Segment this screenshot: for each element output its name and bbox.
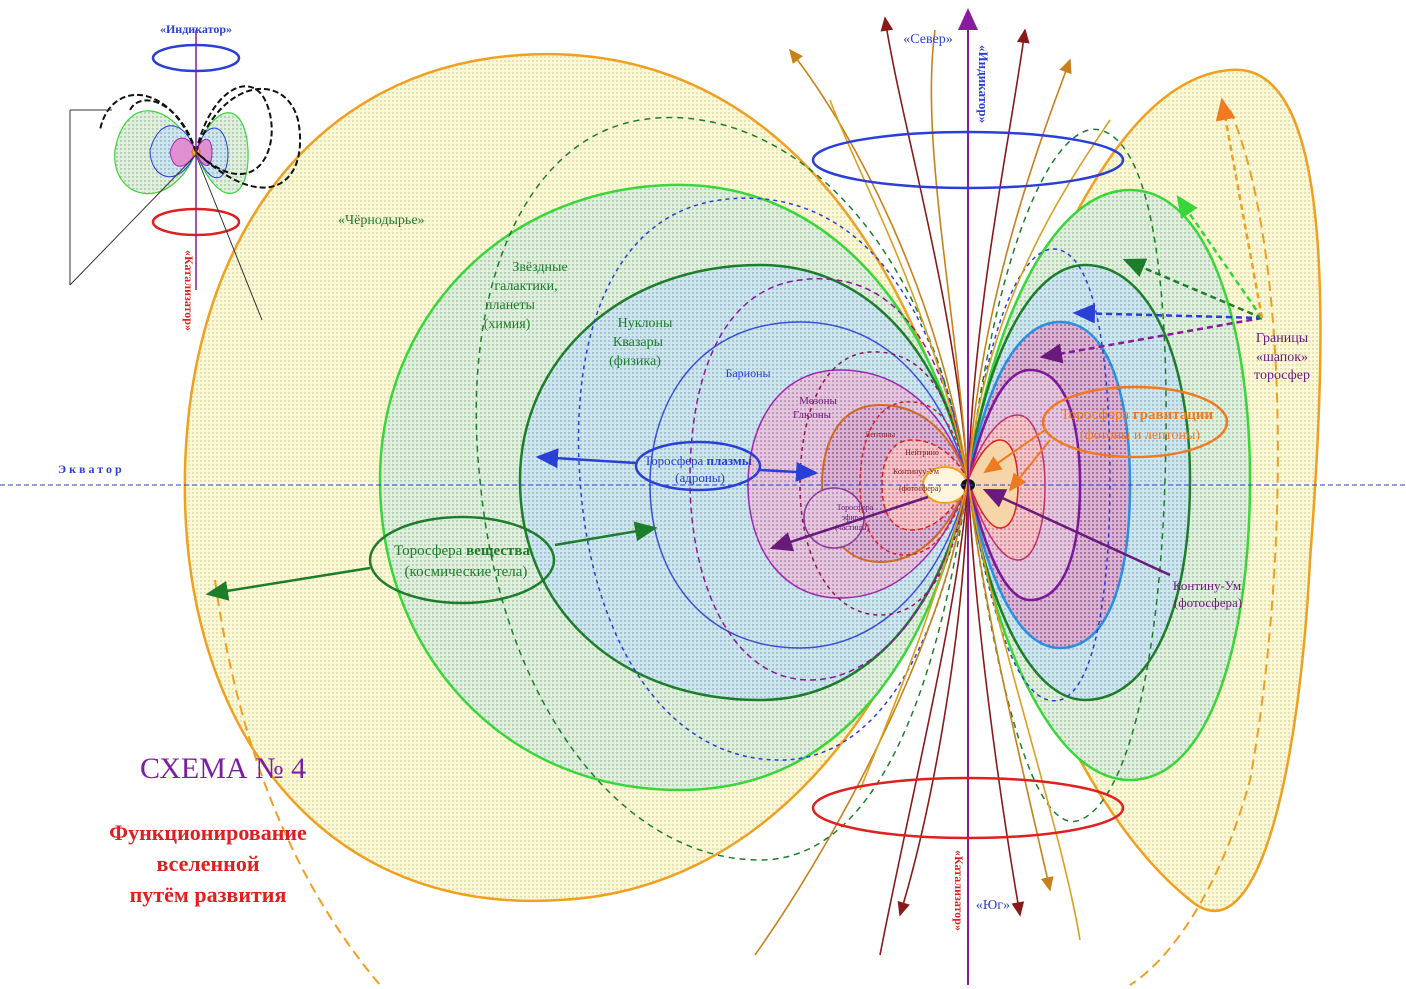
svg-text:планеты: планеты xyxy=(485,298,536,313)
plasma-callout-sub: (адроны) xyxy=(675,470,725,485)
north-label: «Север» xyxy=(903,32,952,47)
nucleons-label: Нуклоны Квазары (физика) xyxy=(609,316,673,369)
svg-text:галактики,: галактики, xyxy=(494,279,557,294)
gravity-callout-title: Торосфера гравитации xyxy=(1061,407,1214,423)
svg-text:Границы: Границы xyxy=(1256,331,1309,346)
plasma-arrow-right xyxy=(759,461,819,482)
plasma-callout-title: Торосфера плазмы xyxy=(644,453,752,468)
leptons-small-label: Лептоны xyxy=(865,430,896,439)
substance-callout-title: Торосфера вещества xyxy=(394,543,530,559)
vertical-catalyst-label: «Катализатор» xyxy=(952,850,966,931)
svg-text:Звёздные: Звёздные xyxy=(512,260,567,275)
svg-text:Мезоны: Мезоны xyxy=(799,395,837,407)
gravity-arrow-1 xyxy=(983,429,1046,474)
gravity-callout-ellipse xyxy=(1041,385,1229,459)
svg-text:(фотосфера): (фотосфера) xyxy=(899,484,941,493)
svg-text:Континуу-Ум: Континуу-Ум xyxy=(893,467,939,476)
orange-dashed-arc-left xyxy=(214,579,381,986)
dashed-field-lines-right xyxy=(967,128,1167,823)
inner-torus-label: Торосфера эфира (частицы) xyxy=(835,503,874,532)
caps-arrows xyxy=(1039,97,1264,364)
inset-catalyst-label: «Катализатор» xyxy=(182,250,196,331)
inset-diagram xyxy=(69,30,302,321)
substance-arrow-right xyxy=(554,521,658,547)
baryons-label: Барионы xyxy=(725,366,770,380)
schema-title: СХЕМА № 4 xyxy=(140,752,307,785)
svg-text:Торосфера: Торосфера xyxy=(837,503,874,512)
schema-subtitle: Функционирование вселенной путём развити… xyxy=(109,820,307,907)
kontinuum-small-label: Континуу-Ум (фотосфера) xyxy=(893,467,941,493)
substance-callout-sub: (космические тела) xyxy=(405,564,528,580)
svg-text:Контину-Ум: Контину-Ум xyxy=(1173,578,1241,593)
mesons-label: Мезоны Глюоны xyxy=(793,395,837,421)
svg-text:Нуклоны: Нуклоны xyxy=(618,316,673,331)
svg-text:эфира: эфира xyxy=(842,513,863,522)
inset-indicator-label: «Индикатор» xyxy=(160,22,232,36)
orange-dashed-arc-right xyxy=(1129,109,1279,986)
svg-text:Квазары: Квазары xyxy=(613,335,664,350)
svg-text:Глюоны: Глюоны xyxy=(793,409,832,421)
substance-callout-ellipse xyxy=(368,515,556,605)
kontinuum-arrow xyxy=(982,488,1171,577)
south-ring xyxy=(811,776,1125,840)
gravity-arrow-2 xyxy=(1008,439,1051,492)
plasma-callout-ellipse xyxy=(634,440,762,492)
svg-text:(частицы): (частицы) xyxy=(835,523,869,532)
pole-fan-lines xyxy=(754,16,1111,956)
kontinuum-callout: Контину-Ум (фотосфера) xyxy=(1173,578,1242,610)
inner-torus-arrow xyxy=(769,495,929,552)
neutrino-small-label: Нейтрино xyxy=(905,448,939,457)
equator-label: Экватор xyxy=(58,462,125,476)
svg-text:торосфер: торосфер xyxy=(1254,368,1310,383)
south-label: «Юг» xyxy=(976,898,1010,913)
caps-label: Границы «шапок» торосфер xyxy=(1254,331,1310,383)
substance-arrow-left xyxy=(205,566,371,601)
chernodyrye-label: «Чёрнодырье» xyxy=(338,213,425,228)
gravity-callout-sub: (фотоны и лептоны) xyxy=(1080,428,1200,443)
plasma-arrow-left xyxy=(535,448,637,469)
svg-text:(химия): (химия) xyxy=(484,317,531,332)
north-ring xyxy=(811,130,1125,190)
svg-text:«шапок»: «шапок» xyxy=(1256,350,1308,365)
galaxies-label: Звёздные галактики, планеты (химия) xyxy=(484,260,568,332)
vertical-indicator-label: «Индикатор» xyxy=(976,45,991,123)
svg-text:(фотосфера): (фотосфера) xyxy=(1174,595,1242,610)
svg-text:(физика): (физика) xyxy=(609,354,661,369)
